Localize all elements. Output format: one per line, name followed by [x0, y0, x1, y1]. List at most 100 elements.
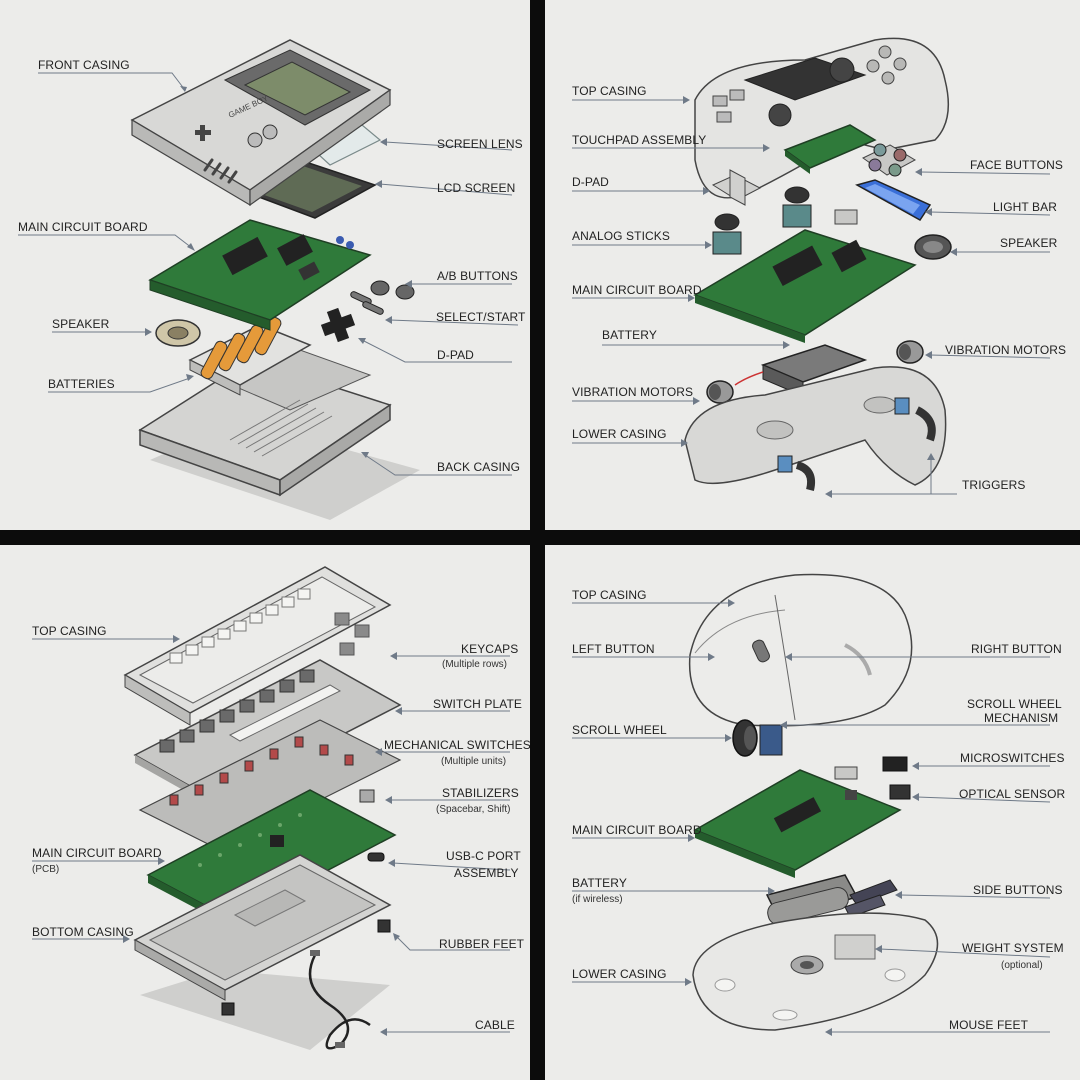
label-d-pad: D-PAD — [437, 348, 474, 362]
label-mechanical-switches: MECHANICAL SWITCHES — [384, 738, 530, 752]
label-d-pad: D-PAD — [572, 175, 609, 189]
label-scroll-wheel-mechanism-line1: SCROLL WHEEL — [967, 697, 1062, 711]
keyboard-bottom-casing — [133, 854, 392, 1001]
gameboy-leader-lines — [18, 72, 519, 476]
label-screen-lens: SCREEN LENS — [437, 137, 523, 151]
light-bar — [855, 179, 932, 221]
label-left-button: LEFT BUTTON — [572, 642, 655, 656]
label-batteries: BATTERIES — [48, 377, 115, 391]
note-mechanical-switches: (Multiple units) — [441, 756, 507, 767]
rubber-feet — [221, 919, 391, 1016]
ab-buttons — [370, 280, 415, 300]
gameboy-front-casing: GAME BOY — [130, 39, 392, 207]
label-analog-sticks: ANALOG STICKS — [572, 229, 670, 243]
mouse-top-casing — [688, 573, 913, 727]
label-weight-system: WEIGHT SYSTEM — [962, 941, 1064, 955]
battery-tray — [188, 316, 312, 396]
label-battery: BATTERY — [602, 328, 657, 342]
label-mouse-feet: MOUSE FEET — [949, 1018, 1029, 1032]
mouse-scroll-wheel — [732, 719, 783, 757]
keyboard-panel: TOP CASING KEYCAPS (Multiple rows) SWITC… — [0, 545, 530, 1080]
label-side-buttons: SIDE BUTTONS — [973, 883, 1063, 897]
label-main-circuit-board: MAIN CIRCUIT BOARD — [32, 846, 162, 860]
label-select-start: SELECT/START — [436, 310, 526, 324]
weight-system — [834, 934, 876, 960]
label-keycaps: KEYCAPS — [461, 642, 519, 656]
touchpad-assembly — [783, 124, 877, 174]
controller-exploded-illustration — [572, 37, 1051, 498]
mechanical-switches — [138, 719, 402, 851]
label-vibration-motors-right: VIBRATION MOTORS — [945, 343, 1067, 357]
controller-d-pad — [711, 169, 762, 206]
label-usbc-port-line2: ASSEMBLY — [454, 866, 519, 880]
label-touchpad-assembly: TOUCHPAD ASSEMBLY — [572, 133, 707, 147]
label-main-circuit-board: MAIN CIRCUIT BOARD — [18, 220, 148, 234]
keyboard-top-casing — [123, 566, 392, 726]
label-rubber-feet: RUBBER FEET — [439, 937, 525, 951]
keyboard-leader-lines — [32, 635, 511, 1036]
label-top-casing: TOP CASING — [572, 84, 647, 98]
label-cable: CABLE — [475, 1018, 515, 1032]
label-optical-sensor: OPTICAL SENSOR — [959, 787, 1066, 801]
keyboard-shadow — [140, 970, 390, 1050]
label-stabilizers: STABILIZERS — [442, 786, 519, 800]
note-stabilizers: (Spacebar, Shift) — [436, 804, 511, 815]
label-vibration-motors-left: VIBRATION MOTORS — [572, 385, 694, 399]
label-back-casing: BACK CASING — [437, 460, 521, 474]
vibration-motor-left — [706, 380, 734, 404]
controller-leader-lines — [572, 96, 1051, 498]
analog-sticks — [712, 186, 812, 255]
usb-cable — [308, 950, 371, 1050]
gameboy-main-circuit-board — [148, 219, 372, 331]
optical-sensor — [889, 784, 911, 800]
mouse-main-circuit-board — [693, 766, 902, 878]
vibration-motor-right — [896, 340, 924, 364]
label-light-bar: LIGHT BAR — [993, 200, 1058, 214]
gameboy-exploded-illustration: GAME BOY — [18, 39, 519, 520]
label-microswitches: MICROSWITCHES — [960, 751, 1065, 765]
note-weight-system: (optional) — [1001, 960, 1043, 971]
controller-lower-casing — [684, 366, 947, 486]
scroll-wheel-mechanism — [759, 724, 783, 756]
mouse-panel: TOP CASING LEFT BUTTON RIGHT BUTTON SCRO… — [545, 545, 1080, 1080]
label-bottom-casing: BOTTOM CASING — [32, 925, 134, 939]
face-buttons — [862, 143, 917, 177]
controller-top-casing — [694, 37, 950, 199]
keyboard-exploded-illustration — [32, 566, 511, 1050]
mouse-leader-lines — [572, 599, 1051, 1036]
controller-speaker — [914, 234, 952, 260]
label-face-buttons: FACE BUTTONS — [970, 158, 1063, 172]
controller-panel: TOP CASING TOUCHPAD ASSEMBLY FACE BUTTON… — [545, 0, 1080, 530]
label-top-casing: TOP CASING — [572, 588, 647, 602]
note-main-circuit-board: (PCB) — [32, 864, 60, 875]
side-buttons — [844, 879, 898, 918]
label-battery: BATTERY — [572, 876, 627, 890]
label-main-circuit-board: MAIN CIRCUIT BOARD — [572, 823, 702, 837]
note-battery: (if wireless) — [572, 894, 623, 905]
label-main-circuit-board: MAIN CIRCUIT BOARD — [572, 283, 702, 297]
mouse-lower-casing — [692, 912, 939, 1031]
usbc-port-assembly — [367, 852, 385, 862]
keycaps — [169, 588, 370, 664]
gameboy-d-pad — [320, 307, 356, 343]
label-usbc-port-line1: USB-C PORT — [446, 849, 521, 863]
note-keycaps: (Multiple rows) — [442, 659, 508, 670]
gameboy-speaker — [155, 319, 201, 347]
label-front-casing: FRONT CASING — [38, 58, 130, 72]
back-casing — [138, 349, 392, 497]
label-lower-casing: LOWER CASING — [572, 427, 667, 441]
label-scroll-wheel-mechanism-line2: MECHANISM — [984, 711, 1059, 725]
label-speaker: SPEAKER — [1000, 236, 1058, 250]
label-right-button: RIGHT BUTTON — [971, 642, 1062, 656]
label-ab-buttons: A/B BUTTONS — [437, 269, 518, 283]
mouse-exploded-illustration — [572, 573, 1051, 1036]
controller-main-circuit-board — [693, 209, 917, 343]
gameboy-panel: GAME BOY — [0, 0, 530, 530]
label-triggers: TRIGGERS — [962, 478, 1026, 492]
triggers — [777, 397, 936, 491]
label-lower-casing: LOWER CASING — [572, 967, 667, 981]
microswitches — [882, 756, 908, 772]
mouse-feet — [714, 968, 906, 1021]
label-top-casing: TOP CASING — [32, 624, 107, 638]
label-scroll-wheel: SCROLL WHEEL — [572, 723, 667, 737]
